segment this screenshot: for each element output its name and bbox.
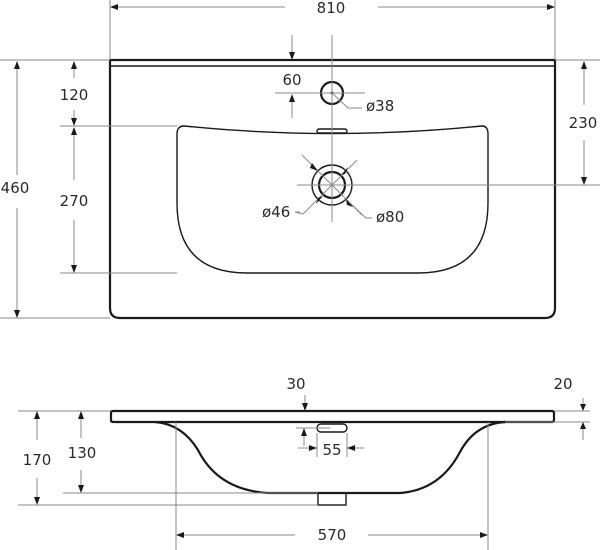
dim-tap-offset: 60 <box>282 71 301 89</box>
dim-basin-width: 570 <box>318 526 347 544</box>
dim-drain-inner-diameter: ø46 <box>262 203 290 221</box>
dim-basin-height: 130 <box>68 444 97 462</box>
dim-tap-hole-diameter: ø38 <box>366 97 394 115</box>
dim-overall-depth: 460 <box>1 179 30 197</box>
countertop-slab <box>109 409 556 424</box>
dim-drain-outer-diameter: ø80 <box>376 208 404 226</box>
drain-stub <box>317 492 347 506</box>
countertop-outline <box>108 58 557 320</box>
dim-overflow-width: 55 <box>322 441 341 459</box>
dim-slab-thickness: 20 <box>553 375 572 393</box>
dim-basin-depth: 270 <box>60 192 89 210</box>
dim-overflow-offset: 30 <box>286 375 305 393</box>
dim-overall-width: 810 <box>317 0 346 17</box>
basin-outline <box>176 125 489 274</box>
top-view: 810 60 ø38 460 120 270 <box>0 0 600 320</box>
dim-basin-edge-offset: 120 <box>60 86 89 104</box>
dim-total-height: 170 <box>23 451 52 469</box>
side-view: 170 130 30 55 20 570 <box>18 375 590 550</box>
dim-drain-offset: 230 <box>569 114 598 132</box>
